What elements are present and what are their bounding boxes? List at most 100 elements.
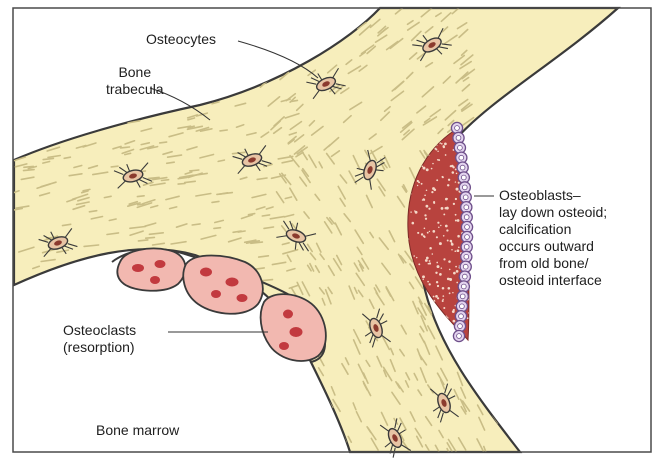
osteoid-speck [421, 233, 423, 235]
lamella-dash [513, 352, 521, 364]
osteoid-speck [433, 296, 435, 298]
lamella-dash [281, 41, 286, 46]
osteoid-speck [425, 259, 428, 262]
osteoid-speck [453, 272, 456, 275]
lamella-dash [506, 413, 513, 423]
osteoid-speck [424, 228, 426, 230]
osteoclasts-label-line: (resorption) [63, 339, 135, 355]
lamella-dash [320, 39, 325, 43]
osteoid-speck [448, 179, 450, 181]
osteoid-speck [426, 257, 429, 260]
lamella-dash [312, 32, 323, 42]
lamella-dash [510, 424, 514, 430]
osteoid-speck [428, 208, 430, 210]
osteoid-speck [455, 214, 457, 216]
osteoid-speck [427, 281, 429, 283]
lamella-dash [121, 147, 130, 148]
osteoid-speck [442, 299, 444, 301]
lamella-dash [220, 130, 227, 131]
osteoblast [453, 330, 464, 341]
lamella-dash [269, 38, 275, 43]
osteoid-speck [440, 225, 441, 226]
osteoid-speck [453, 309, 455, 311]
lamella-dash [134, 112, 141, 113]
osteoblasts-label: Osteoblasts– lay down osteoid; calcifica… [499, 187, 607, 289]
osteoid-speck [417, 180, 419, 182]
osteoid-speck [457, 219, 460, 222]
osteoid-speck [435, 295, 438, 298]
osteoid-speck [456, 270, 459, 273]
osteoid-speck [454, 250, 456, 252]
osteoid-speck [451, 242, 453, 244]
lamella-dash [87, 281, 97, 284]
lamella-dash [96, 271, 108, 274]
osteoid-speck [450, 324, 452, 326]
osteoid-speck [426, 168, 429, 171]
osteoid-speck [441, 320, 443, 322]
osteoid-speck [417, 232, 419, 234]
osteoid-speck [423, 235, 425, 237]
osteoid-speck [421, 183, 423, 185]
osteoid-speck [432, 301, 434, 303]
lamella-dash [509, 307, 512, 314]
lamella-dash [318, 406, 326, 420]
lamella-dash [117, 116, 128, 119]
lamella-dash [105, 118, 117, 122]
lamella-dash [311, 48, 318, 53]
lamella-dash [168, 104, 177, 106]
lamella-dash [287, 32, 293, 37]
lamella-dash [507, 338, 511, 346]
lamella-dash [259, 37, 264, 42]
osteoid-speck [443, 258, 445, 260]
lamella-dash [31, 130, 38, 131]
lamella-dash [109, 103, 118, 104]
osteoid-speck [442, 295, 444, 297]
osteoid-speck [416, 257, 417, 258]
osteoid-speck [412, 222, 415, 225]
osteoid-speck [451, 165, 454, 168]
bone-trabecula-label: Bone trabecula [106, 64, 164, 98]
lamella-dash [258, 57, 267, 66]
lamella-dash [462, 356, 466, 364]
osteoid-speck [426, 205, 429, 208]
lamella-dash [167, 162, 175, 163]
osteoid-speck [436, 236, 438, 238]
osteoid-speck [444, 143, 447, 146]
osteoblasts-label-line: calcification [499, 221, 571, 237]
osteoid-speck [432, 253, 434, 255]
osteoid-speck [429, 262, 431, 264]
lamella-dash [58, 286, 68, 289]
lamella-dash [178, 184, 185, 185]
lamella-dash [87, 107, 100, 110]
lamella-dash [470, 290, 475, 299]
bone-trabecula-label-line: Bone [118, 64, 151, 80]
lamella-dash [94, 123, 101, 125]
lamella-dash [344, 26, 351, 31]
lamella-dash [79, 280, 87, 281]
osteoclasts-label: Osteoclasts (resorption) [63, 322, 136, 356]
lamella-dash [14, 146, 21, 148]
lamella-dash [59, 106, 66, 108]
lamella-dash [46, 102, 59, 104]
osteoid-speck [439, 142, 441, 144]
bone-trabecula-label-line: trabecula [106, 81, 164, 97]
lamella-dash [149, 177, 160, 178]
osteoid-speck [456, 282, 458, 284]
osteoid-speck [470, 280, 472, 282]
osteoblasts-label-line: from old bone/ [499, 255, 589, 271]
lamella-dash [55, 100, 69, 101]
osteoid-speck [436, 281, 438, 283]
osteoid-speck [457, 235, 460, 238]
osteoid-speck [453, 320, 456, 323]
osteoid-speck [457, 249, 460, 252]
lamella-dash [105, 105, 112, 106]
lamella-dash [214, 228, 221, 229]
lamella-dash [473, 373, 477, 379]
osteoid-speck [442, 287, 445, 290]
lamella-dash [151, 109, 160, 111]
osteoid-speck [424, 194, 426, 196]
osteoid-speck [448, 340, 450, 342]
osteoid-speck [441, 143, 443, 145]
lamella-dash [515, 399, 522, 410]
lamella-dash [137, 196, 144, 197]
